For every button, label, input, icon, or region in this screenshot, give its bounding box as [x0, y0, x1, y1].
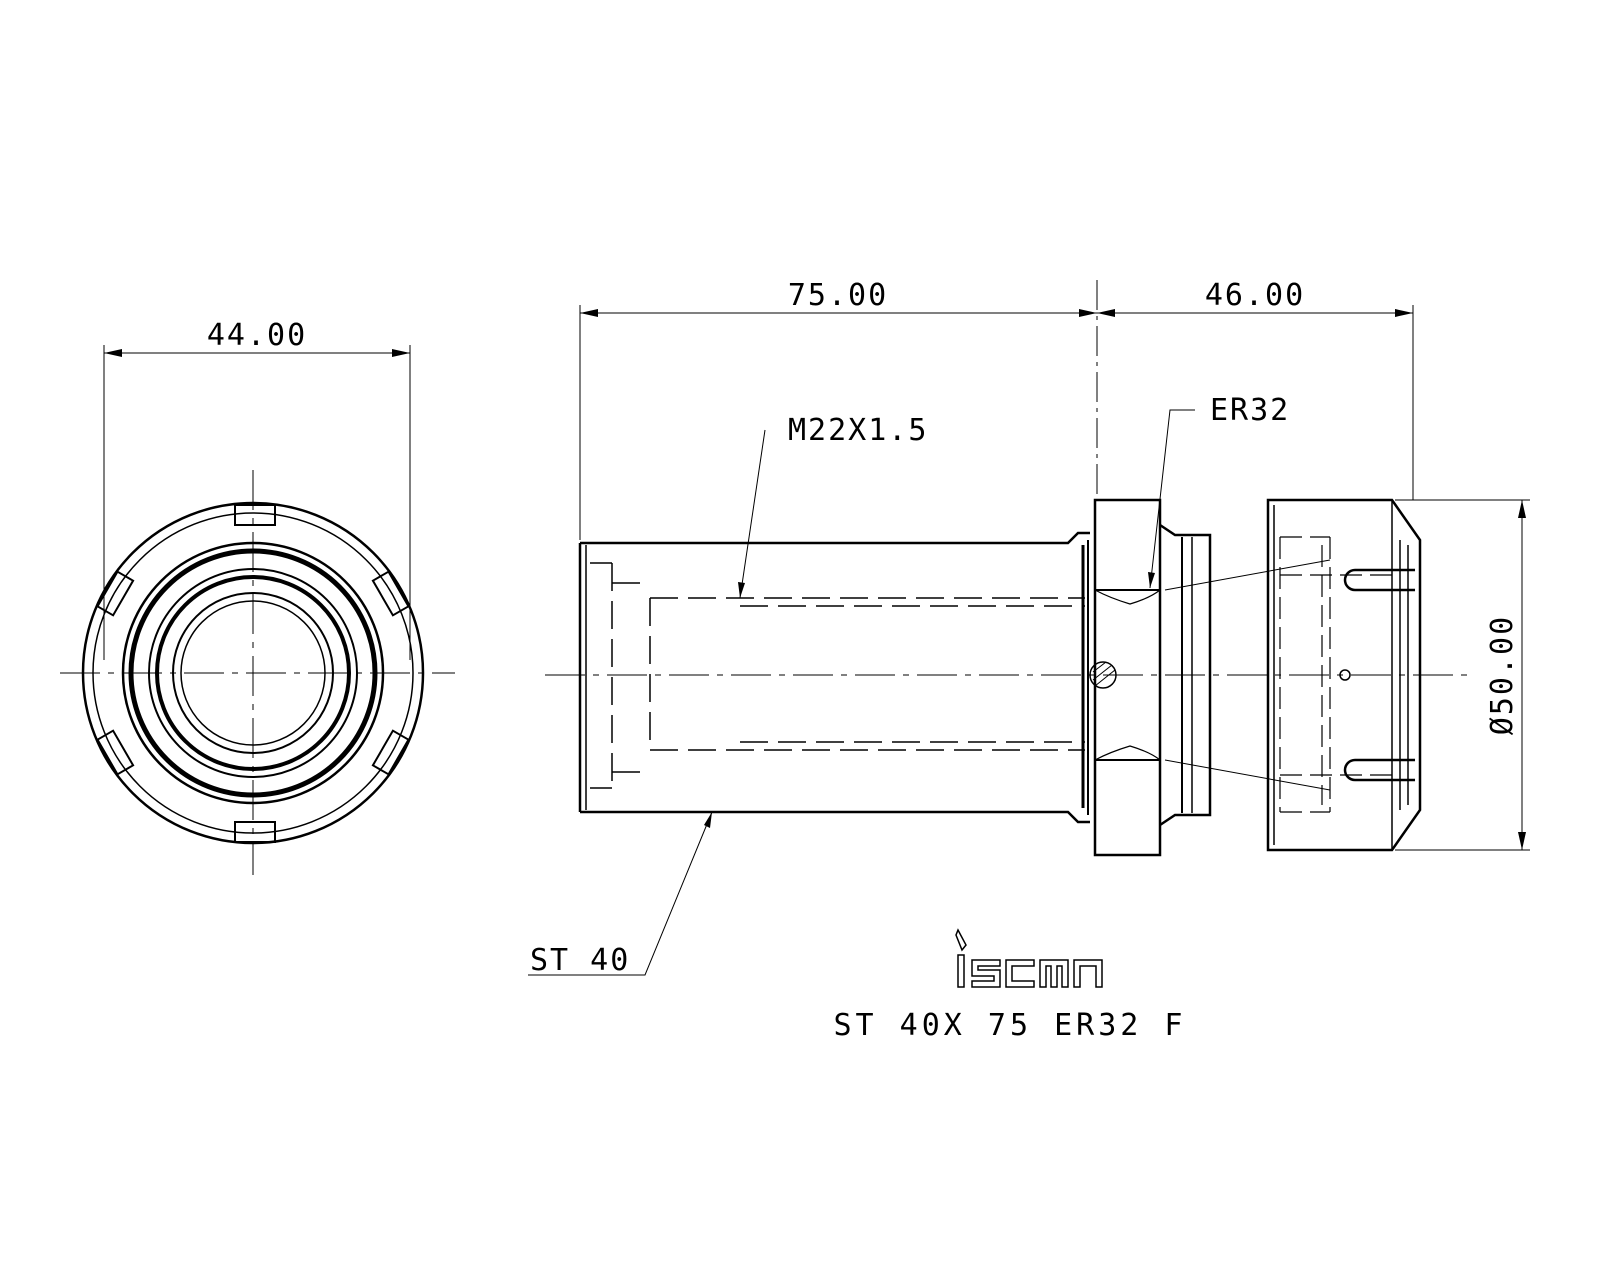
iscar-logo [955, 928, 1103, 988]
dimension-nut-length: 46.00 [1205, 278, 1305, 313]
front-view [60, 345, 455, 875]
callout-collet: ER32 [1210, 393, 1290, 428]
dimension-body-length: 75.00 [788, 278, 888, 313]
dimension-front-width: 44.00 [207, 318, 307, 353]
side-view [528, 280, 1530, 976]
part-number: ST 40X 75 ER32 F [834, 1008, 1187, 1043]
callout-thread: M22X1.5 [788, 413, 928, 448]
dimension-diameter: Ø50.00 [1485, 615, 1520, 735]
callout-shank: ST 40 [530, 943, 630, 978]
